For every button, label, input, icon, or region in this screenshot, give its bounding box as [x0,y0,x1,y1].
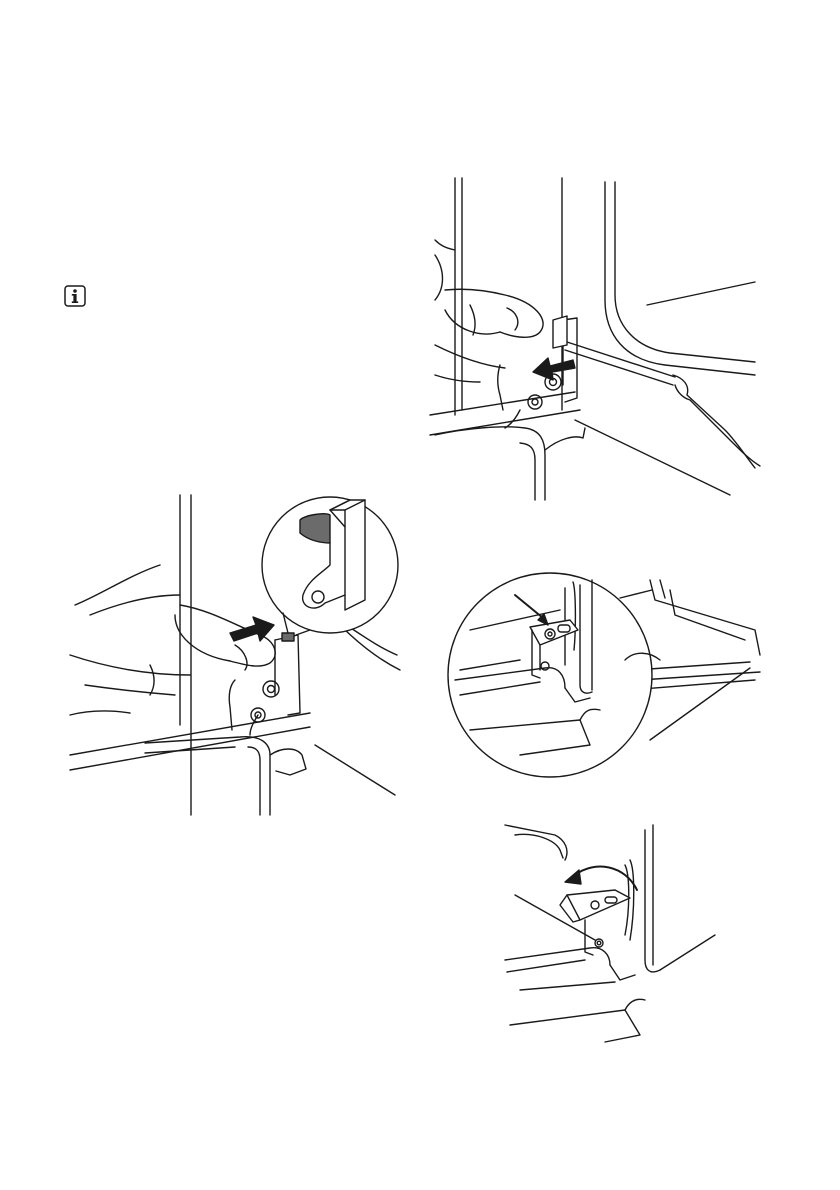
hinge-screwdriver-illustration [425,170,770,505]
hinge-lever-rotate-illustration [495,820,720,1050]
hinge-detail-illustration [440,570,765,780]
hinge-lever-press-illustration [60,485,405,825]
info-icon [64,285,86,307]
